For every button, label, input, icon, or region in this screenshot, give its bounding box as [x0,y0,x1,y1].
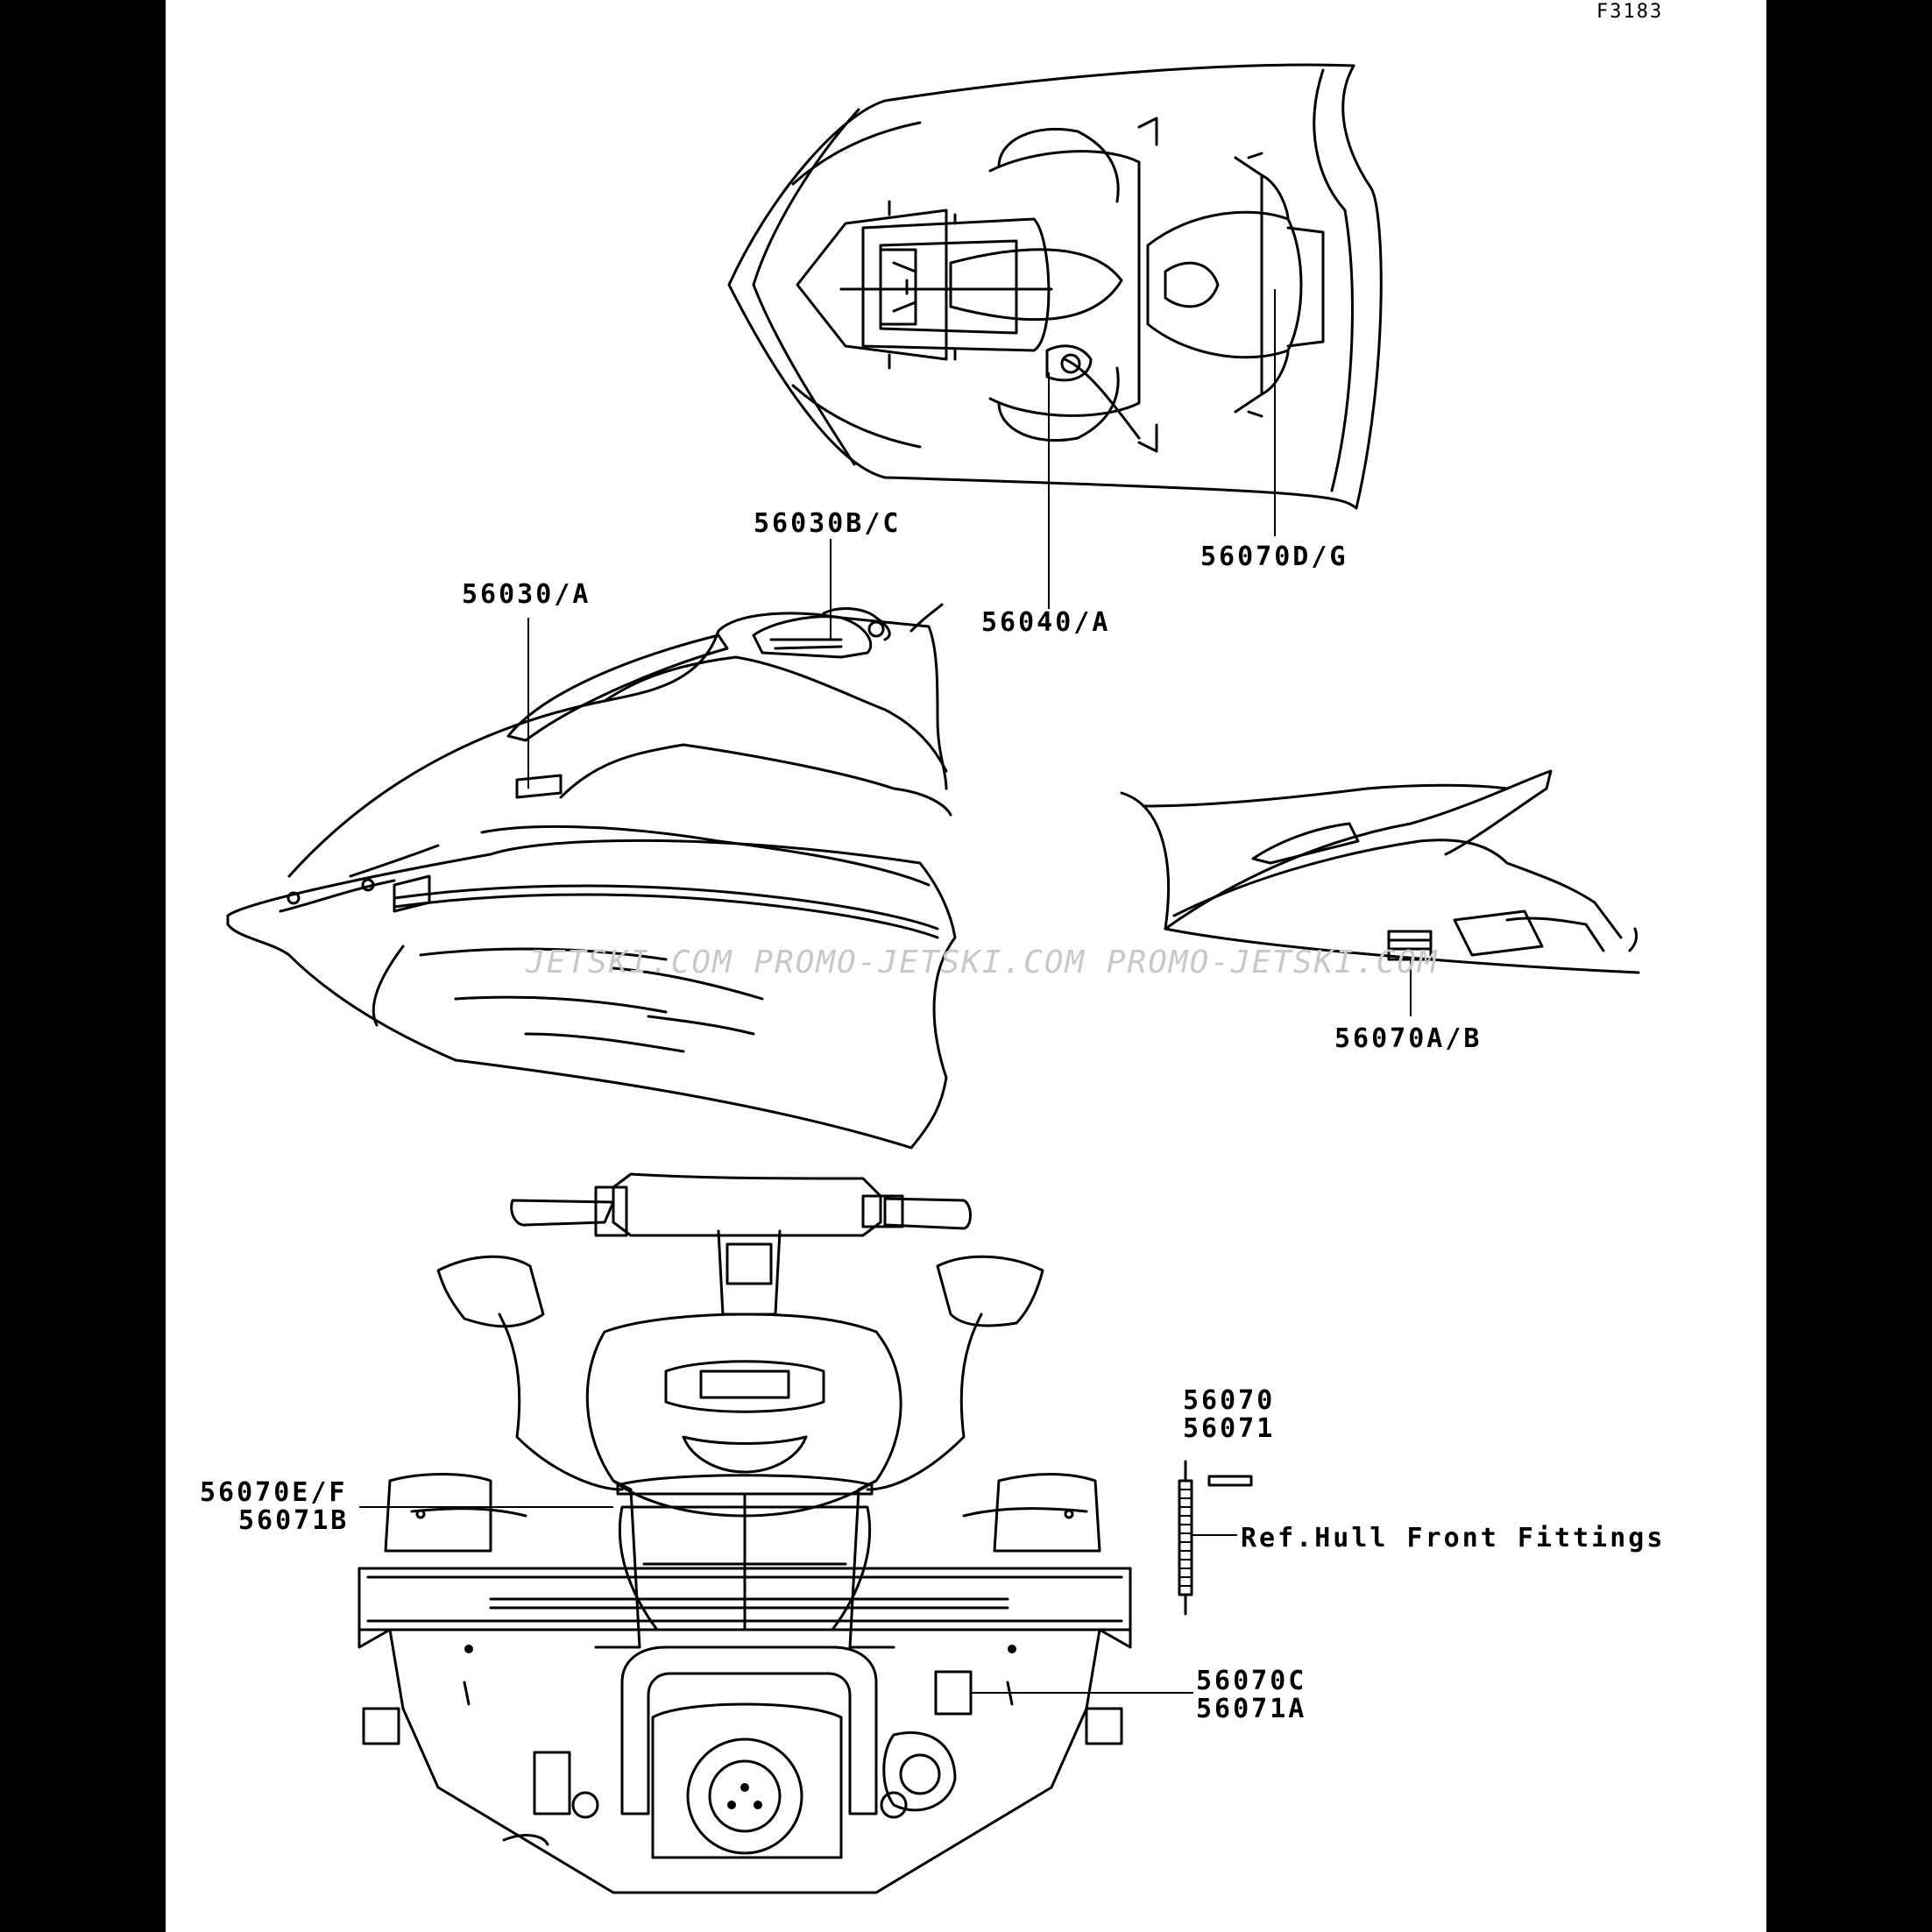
hull-front-fittings-part [1178,1460,1253,1616]
side-view-illustration [226,539,957,1150]
rear-view-illustration [357,1172,1193,1894]
callout-56030a: 56030/A [462,579,591,610]
callout-56071a: 56071A [1196,1694,1306,1724]
figure-code: F3183 [1596,1,1663,23]
rear-side-illustration [1120,769,1640,1016]
callout-56071b: 56071B [238,1505,349,1536]
top-view-illustration [727,63,1383,609]
callout-56070ab: 56070A/B [1334,1023,1483,1054]
callout-56040a: 56040/A [981,607,1110,638]
callout-56070ef: 56070E/F [200,1477,348,1508]
diagram-sheet [166,0,1766,1932]
callout-56070: 56070 [1183,1385,1275,1416]
watermark: JETSKI.COM PROMO-JETSKI.COM PROMO-JETSKI… [525,945,1439,980]
callout-ref-hull-front-fittings: Ref.Hull Front Fittings [1241,1523,1665,1553]
callout-56070c: 56070C [1196,1666,1306,1696]
callout-56070dg: 56070D/G [1200,541,1348,572]
callout-56030bc: 56030B/C [754,508,902,539]
callout-56071: 56071 [1183,1413,1275,1444]
